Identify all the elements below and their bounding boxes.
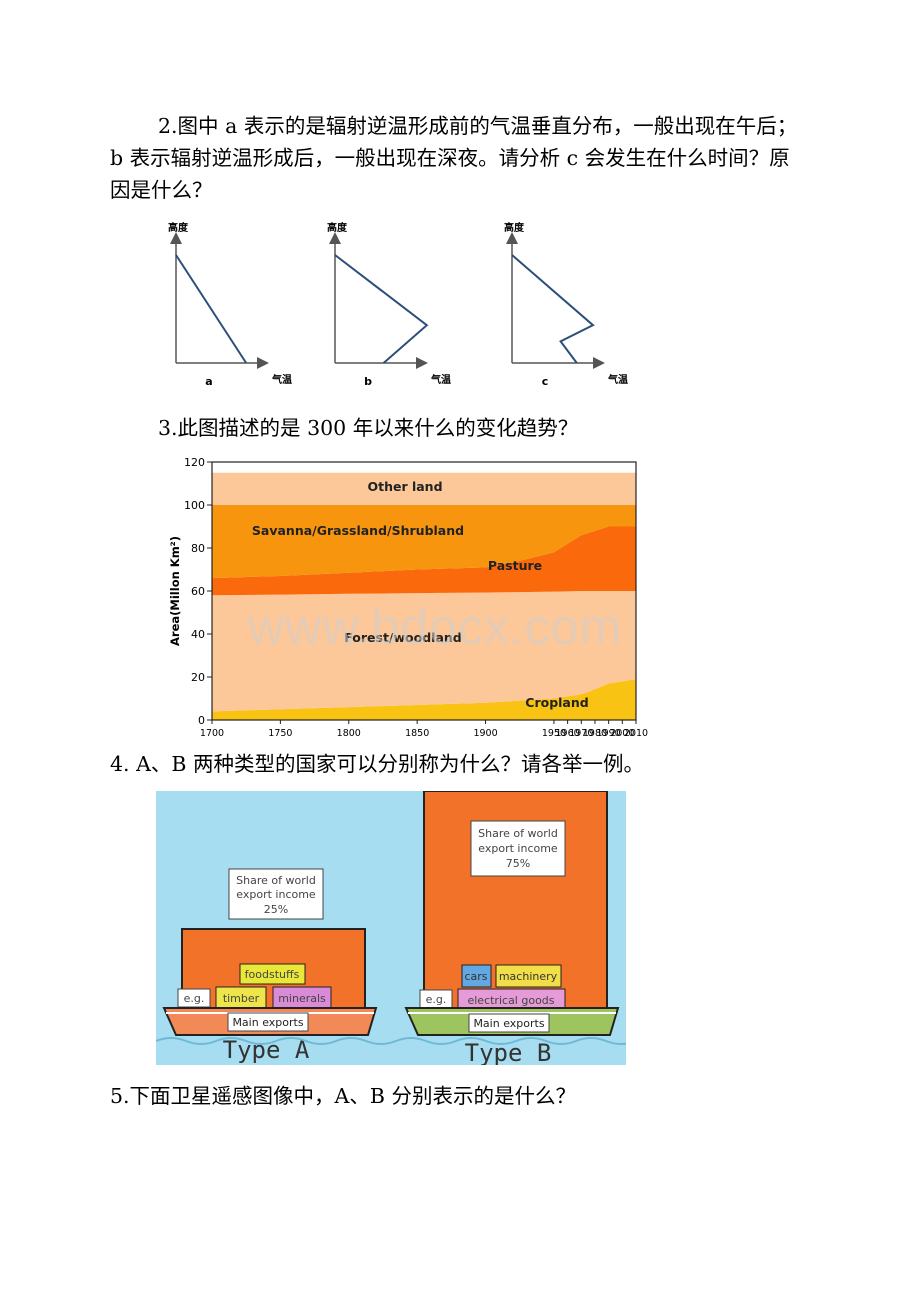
share-line-a-3: 25% xyxy=(264,903,288,916)
y-tick-label: 120 xyxy=(184,456,205,469)
series-label-cropland: Cropland xyxy=(525,695,588,710)
x-tick-label: 1800 xyxy=(337,728,361,739)
x-tick-label: 1900 xyxy=(473,728,497,739)
x-tick-label: 1850 xyxy=(405,728,429,739)
series-label-savanna-grassland-shrubland: Savanna/Grassland/Shrubland xyxy=(252,523,464,538)
cargo-machinery-label: machinery xyxy=(499,970,558,983)
x-tick-label: 1990 xyxy=(597,728,621,739)
axis-label-height: 高度 xyxy=(504,221,525,234)
x-tick-label: 1750 xyxy=(268,728,292,739)
eg-label-b: e.g. xyxy=(426,993,447,1006)
temperature-profile-line xyxy=(175,254,248,364)
temperature-profile-line xyxy=(511,254,595,364)
cargo-electrical-goods-label: electrical goods xyxy=(467,994,554,1007)
cargo-cars-label: cars xyxy=(464,970,487,983)
x-tick-label: 1980 xyxy=(583,728,607,739)
area-forest-woodland xyxy=(212,591,636,712)
eg-label-a: e.g. xyxy=(184,992,205,1005)
main-exports-box-b xyxy=(468,1013,550,1033)
panel-label: c xyxy=(542,375,549,388)
y-tick-label: 0 xyxy=(198,714,205,727)
waves xyxy=(156,1037,626,1045)
share-line-b-2: export income xyxy=(478,842,558,855)
series-label-pasture: Pasture xyxy=(488,558,542,573)
area-savanna-grassland-shrubland xyxy=(212,505,636,579)
panel-label: a xyxy=(205,375,212,388)
temperature-profile-line xyxy=(334,254,429,364)
axis-label-temperature: 气温 xyxy=(271,373,292,386)
y-tick-label: 100 xyxy=(184,499,205,512)
axis-label-height: 高度 xyxy=(327,221,348,234)
type-a-title: Type A xyxy=(223,1036,310,1064)
question-5: 5.下面卫星遥感图像中，A、B 分别表示的是什么？ xyxy=(110,1084,576,1108)
area-other-land xyxy=(212,472,636,505)
axis-label-temperature: 气温 xyxy=(607,373,628,386)
share-line-a-1: Share of world xyxy=(236,874,316,887)
cargo-foodstuffs-label: foodstuffs xyxy=(245,968,300,981)
axis-label-height: 高度 xyxy=(168,221,189,234)
inversion-panel-c: 高度 c 气温 xyxy=(504,221,628,388)
y-tick-label: 60 xyxy=(191,585,205,598)
y-axis-label: Area(Millon Km²) xyxy=(168,536,182,646)
panel-label: b xyxy=(364,375,372,388)
y-tick-label: 20 xyxy=(191,671,205,684)
series-label-forest-woodland: Forest/woodland xyxy=(344,630,461,645)
question-3: 3.此图描述的是 300 年以来什么的变化趋势？ xyxy=(158,416,579,440)
x-tick-label: 2000 xyxy=(610,728,634,739)
cargo-minerals-label: minerals xyxy=(278,992,326,1005)
main-exports-label-a: Main exports xyxy=(232,1016,303,1029)
area-pasture xyxy=(212,526,636,596)
x-tick-label: 1970 xyxy=(569,728,593,739)
main-exports-label-b: Main exports xyxy=(473,1017,544,1030)
x-tick-label: 1950 xyxy=(542,728,566,739)
cargo-foodstuffs xyxy=(239,963,306,985)
share-line-b-3: 75% xyxy=(506,857,530,870)
area-cropland xyxy=(212,679,636,720)
series-label-other-land: Other land xyxy=(367,479,442,494)
question-2: 2.图中 a 表示的是辐射逆温形成前的气温垂直分布，一般出现在午后；b 表示辐射… xyxy=(110,114,798,202)
ship-type-a: Share of world export income 25% foodstu… xyxy=(162,868,378,1064)
share-line-a-2: export income xyxy=(236,888,316,901)
cargo-machinery xyxy=(495,964,562,988)
inversion-panel-a: 高度 a 气温 xyxy=(168,221,292,388)
main-exports-box-a xyxy=(227,1012,309,1032)
x-tick-label: 1700 xyxy=(200,728,224,739)
share-box-b xyxy=(470,820,566,877)
share-line-b-1: Share of world xyxy=(478,827,558,840)
y-tick-label: 80 xyxy=(191,542,205,555)
export-ships-illustration: Share of world export income 25% foodstu… xyxy=(156,791,626,1065)
inversion-panel-b: 高度 b 气温 xyxy=(327,221,451,388)
x-tick-label: 2010 xyxy=(624,728,648,739)
x-tick-label: 1960 xyxy=(556,728,580,739)
axis-label-temperature: 气温 xyxy=(430,373,451,386)
share-box-a xyxy=(228,868,324,920)
y-tick-label: 40 xyxy=(191,628,205,641)
cargo-cars xyxy=(461,964,492,988)
inversion-diagrams: 高度 a 气温 高度 b 气温 高度 c 气温 xyxy=(168,221,628,388)
cargo-timber-label: timber xyxy=(223,992,260,1005)
ship-type-b: Share of world export income 75% cars ma… xyxy=(404,791,620,1065)
question-4: 4. A、B 两种类型的国家可以分别称为什么？请各举一例。 xyxy=(110,752,644,776)
